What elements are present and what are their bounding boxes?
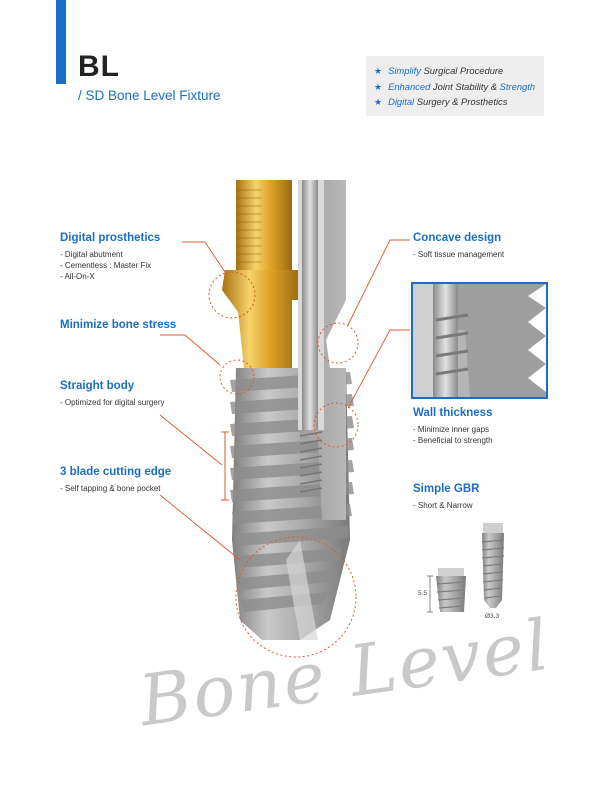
callout-item: - Optimized for digital surgery <box>60 398 165 407</box>
feature-enhanced: ★ Enhanced Joint Stability & Strength <box>374 79 544 95</box>
callout-heading: Digital prosthetics <box>60 232 161 244</box>
gbr-length-label: 5.5 <box>418 590 428 597</box>
features-box: ★ Simplify Surgical Procedure ★ Enhanced J… <box>366 56 544 116</box>
feature-highlight: Strength <box>499 80 536 92</box>
callout-straight-body: Straight body - Optimized for digital su… <box>60 380 164 408</box>
callout-heading: Straight body <box>60 380 135 392</box>
feature-highlight: Digital <box>388 96 415 107</box>
callout-heading: Minimize bone stress <box>60 319 177 331</box>
callout-heading: Concave design <box>413 232 502 244</box>
callout-item: - Self tapping & bone pocket <box>60 484 161 493</box>
feature-text: Joint Stability & <box>430 80 500 92</box>
callout-item: - Minimize inner gaps <box>413 425 490 434</box>
star-icon: ★ <box>374 97 383 107</box>
wall-thickness-detail <box>411 282 548 399</box>
feature-highlight: Simplify <box>388 65 421 76</box>
callout-item: - Beneficial to strength <box>413 436 493 445</box>
star-icon: ★ <box>374 66 383 76</box>
straight-body-bracket <box>221 431 229 501</box>
feature-text: Surgical Procedure <box>420 65 504 76</box>
callout-item: - Cementless : Master Fix <box>60 261 152 270</box>
callout-minimize-bone-stress: Minimize bone stress <box>60 319 176 336</box>
page-title: BL <box>78 50 120 83</box>
callout-leader-lines <box>159 239 410 561</box>
callout-simple-gbr: Simple GBR - Short & Narrow <box>413 483 479 511</box>
callout-wall-thickness: Wall thickness - Minimize inner gaps - B… <box>413 407 493 446</box>
callout-heading: Simple GBR <box>413 483 480 495</box>
feature-simplify: ★ Simplify Surgical Procedure <box>374 63 544 79</box>
feature-text: Surgery & Prosthetics <box>414 96 508 107</box>
callout-concave-design: Concave design - Soft tissue management <box>413 232 504 260</box>
callout-item: - All-On-X <box>60 272 95 281</box>
callout-item: - Soft tissue management <box>413 250 505 259</box>
gbr-short-implant <box>427 568 466 613</box>
gbr-narrow-implant <box>481 523 505 608</box>
feature-highlight: Enhanced <box>388 80 431 92</box>
abutment <box>222 180 300 368</box>
gbr-diameter-label: Ø3.3 <box>485 613 500 620</box>
star-icon: ★ <box>374 81 383 92</box>
page-subtitle: / SD Bone Level Fixture <box>78 88 221 103</box>
callout-item: - Short & Narrow <box>413 501 473 510</box>
header-accent-bar <box>56 0 66 84</box>
feature-digital: ★ Digital Surgery & Prosthetics <box>374 94 544 110</box>
callout-digital-prosthetics: Digital prosthetics - Digital abutment -… <box>60 232 160 282</box>
callout-heading: 3 blade cutting edge <box>60 466 172 478</box>
callout-item: - Digital abutment <box>60 250 123 259</box>
callout-3-blade-cutting-edge: 3 blade cutting edge - Self tapping & bo… <box>60 466 171 494</box>
callout-circles <box>208 271 359 658</box>
callout-heading: Wall thickness <box>413 407 493 419</box>
